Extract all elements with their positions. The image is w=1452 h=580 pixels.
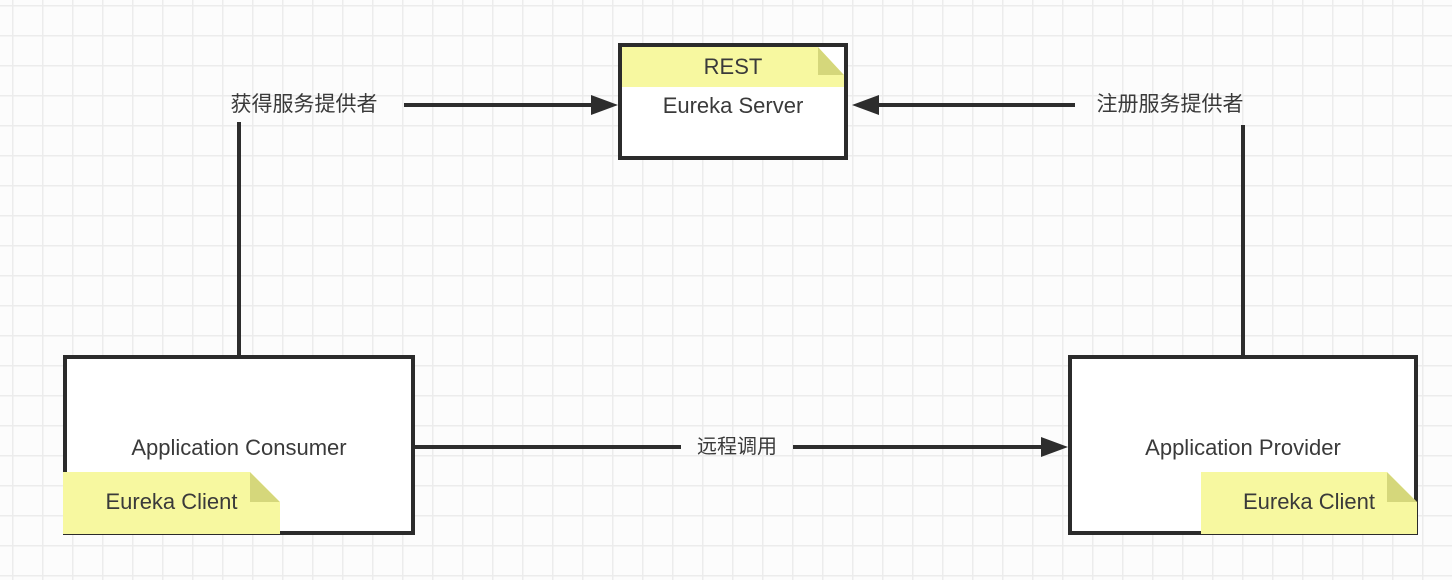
rest-note-label: REST [703, 54, 763, 79]
application-provider-label: Application Provider [1145, 435, 1341, 460]
rest-sticky-note: REST [622, 47, 844, 87]
invoke-edge-label: 远程调用 [697, 436, 777, 458]
register-edge-label: 注册服务提供者 [1096, 93, 1244, 116]
invoke-connector-line-right [793, 445, 1042, 449]
eureka-server-node: REST Eureka Server [618, 43, 848, 160]
provider-eureka-client-note: Eureka Client [1201, 472, 1417, 534]
fetch-edge-label: 获得服务提供者 [230, 93, 378, 116]
consumer-eureka-client-note: Eureka Client [63, 472, 280, 534]
application-consumer-label: Application Consumer [131, 435, 347, 460]
invoke-connector-line-left [415, 445, 681, 449]
fetch-connector-vline [237, 122, 241, 355]
provider-note-label: Eureka Client [1242, 489, 1376, 514]
arrowhead-right-icon [1041, 437, 1068, 457]
register-connector-vline [1241, 125, 1245, 355]
eureka-server-label: Eureka Server [662, 93, 804, 118]
arrowhead-right-icon [591, 95, 618, 115]
consumer-note-label: Eureka Client [105, 489, 238, 514]
fetch-connector-hline [404, 103, 591, 107]
arrowhead-left-icon [852, 95, 879, 115]
register-connector-hline [879, 103, 1075, 107]
